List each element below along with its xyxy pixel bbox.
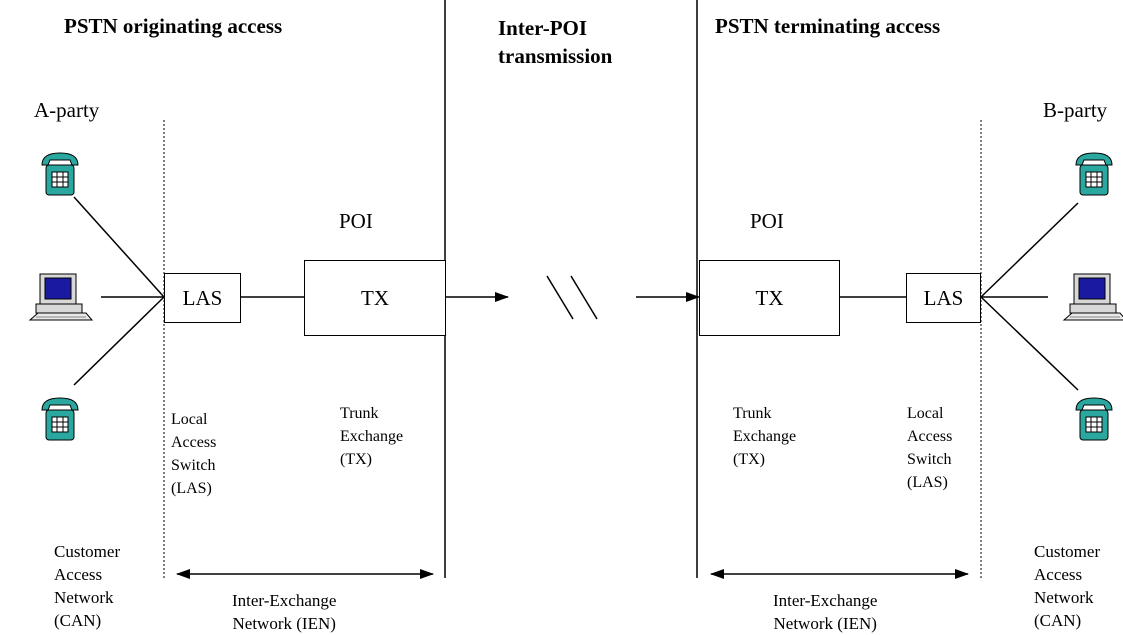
- caption-las-right: Local Access Switch (LAS): [907, 405, 953, 491]
- telephone-icon: [1075, 152, 1113, 196]
- caption-ien-right: Inter-Exchange Network (IEN): [773, 591, 878, 633]
- las-box-right: LAS: [906, 273, 981, 323]
- caption-can-left: Customer Access Network (CAN): [54, 542, 121, 630]
- heading-terminating: PSTN terminating access: [715, 14, 941, 38]
- caption-ien-left: Inter-Exchange Network (IEN): [232, 591, 337, 633]
- heading-originating: PSTN originating access: [64, 14, 283, 38]
- telephone-icon: [41, 397, 79, 441]
- poi-label-right: POI: [750, 209, 784, 233]
- b-party-label: B-party: [1043, 98, 1108, 122]
- caption-can-right: Customer Access Network (CAN): [1034, 542, 1101, 630]
- heading-inter-poi: Inter-POI transmission: [498, 16, 613, 68]
- telephone-icon: [1075, 397, 1113, 441]
- computer-icon: [1063, 273, 1123, 321]
- caption-las-left: Local Access Switch (LAS): [171, 411, 217, 497]
- a-party-label: A-party: [34, 98, 100, 122]
- caption-tx-left: Trunk Exchange (TX): [340, 405, 404, 468]
- computer-icon: [29, 273, 93, 321]
- tx-box-right: TX: [699, 260, 840, 336]
- break-slash-2: [570, 275, 598, 320]
- break-slash-1: [546, 275, 574, 320]
- tx-box-left: TX: [304, 260, 446, 336]
- las-box-left: LAS: [164, 273, 241, 323]
- poi-label-left: POI: [339, 209, 373, 233]
- caption-tx-right: Trunk Exchange (TX): [733, 405, 797, 468]
- telephone-icon: [41, 152, 79, 196]
